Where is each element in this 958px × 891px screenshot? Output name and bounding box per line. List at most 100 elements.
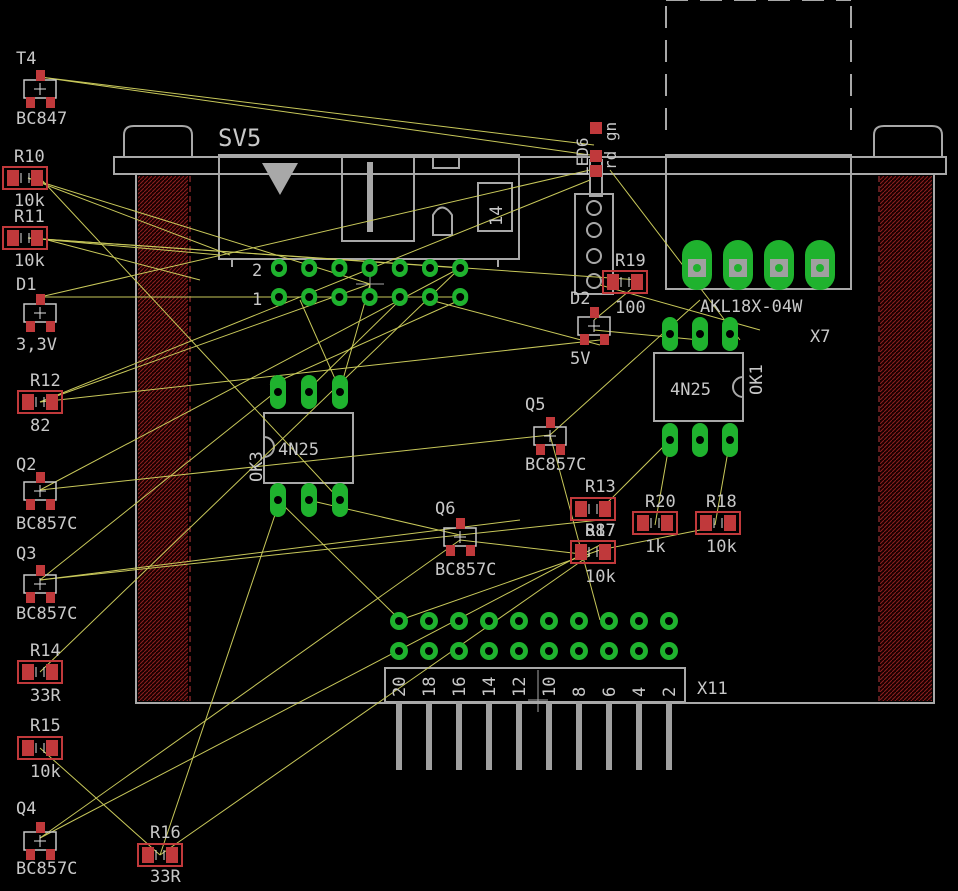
ok1-pad: [722, 423, 738, 457]
part-r13-ref: R13: [585, 477, 616, 497]
smd-pad: [590, 150, 602, 162]
smd-pad: [607, 274, 619, 290]
part-r13[interactable]: R13 887: [570, 477, 616, 541]
smd-pad: [556, 444, 565, 455]
part-r13-value: 887: [585, 521, 616, 541]
ok3-pad: [270, 483, 286, 517]
x11-pin: [540, 612, 558, 770]
smd-pad: [31, 230, 43, 246]
sv5-name-label: SV5: [218, 124, 261, 152]
smd-pad: [7, 230, 19, 246]
smd-pad: [536, 444, 545, 455]
ok1-pad: [722, 317, 738, 351]
smd-pad: [590, 307, 599, 318]
x11-pin: [450, 612, 468, 770]
part-q2-ref: Q2: [16, 455, 36, 475]
airwire: [159, 499, 281, 856]
smd-pad: [590, 165, 602, 177]
ok3-pad: [332, 483, 348, 517]
smd-pad: [546, 417, 555, 428]
sv5-pin1-marker: [262, 163, 298, 195]
part-r20-value: 1k: [645, 537, 665, 557]
smd-pad: [46, 592, 55, 603]
smd-pad: [166, 847, 178, 863]
smd-pad: [446, 545, 455, 556]
x11-pin-number: 2: [660, 687, 680, 697]
airwire: [39, 267, 461, 673]
tht-pad: [391, 288, 408, 306]
smd-pad: [724, 515, 736, 531]
airwire: [39, 519, 521, 581]
part-r15-ref: R15: [30, 716, 61, 736]
smd-pad: [26, 592, 35, 603]
part-r19-value: 100: [615, 298, 646, 318]
smd-pad: [600, 334, 609, 345]
x11-pin: [420, 612, 438, 770]
smd-pad: [46, 740, 58, 756]
airwire: [307, 299, 401, 391]
smd-pad: [46, 664, 58, 680]
ok3-pad: [301, 375, 317, 409]
x11-pin-number: 4: [630, 687, 650, 697]
tht-pad: [361, 259, 378, 277]
ok1-pad: [662, 317, 678, 351]
part-q4-ref: Q4: [16, 799, 36, 819]
airwire: [39, 177, 341, 501]
sv5-pin14-label: 14: [487, 206, 507, 226]
ok3-pad: [270, 375, 286, 409]
part-q6-value: BC857C: [435, 560, 496, 580]
airwire: [39, 539, 461, 839]
sv5-row2-label: 2: [252, 261, 262, 281]
airwire: [39, 747, 161, 856]
x7-pad: [723, 240, 753, 290]
part-q3-ref: Q3: [16, 544, 36, 564]
part-r20-ref: R20: [645, 492, 676, 512]
part-d1[interactable]: D1 3,3V: [16, 275, 57, 355]
airwire: [39, 389, 279, 581]
part-d1-ref: D1: [16, 275, 36, 295]
airwire: [27, 237, 641, 281]
part-r14-value: 33R: [30, 686, 61, 706]
x11-pin-number: 6: [600, 687, 620, 697]
part-r20[interactable]: R20 1k: [632, 492, 678, 557]
airwires: [27, 76, 761, 856]
smd-pad: [637, 515, 649, 531]
part-r12-value: 82: [30, 416, 50, 436]
smd-pad: [46, 97, 55, 108]
airwire: [27, 237, 221, 256]
x11-pin: [510, 612, 528, 770]
airwire: [399, 549, 601, 621]
part-r10-value: 10k: [14, 191, 45, 211]
x11-pin-number: 18: [420, 677, 440, 697]
airwire: [39, 283, 371, 403]
sv5-connector-body: [218, 154, 520, 300]
part-ok1-value: 4N25: [670, 380, 711, 400]
led6-body: [574, 159, 614, 295]
part-d2-value: 5V: [570, 349, 590, 369]
airwire: [459, 539, 591, 556]
airwire: [277, 499, 401, 621]
smd-pad: [700, 515, 712, 531]
part-d1-value: 3,3V: [16, 335, 57, 355]
